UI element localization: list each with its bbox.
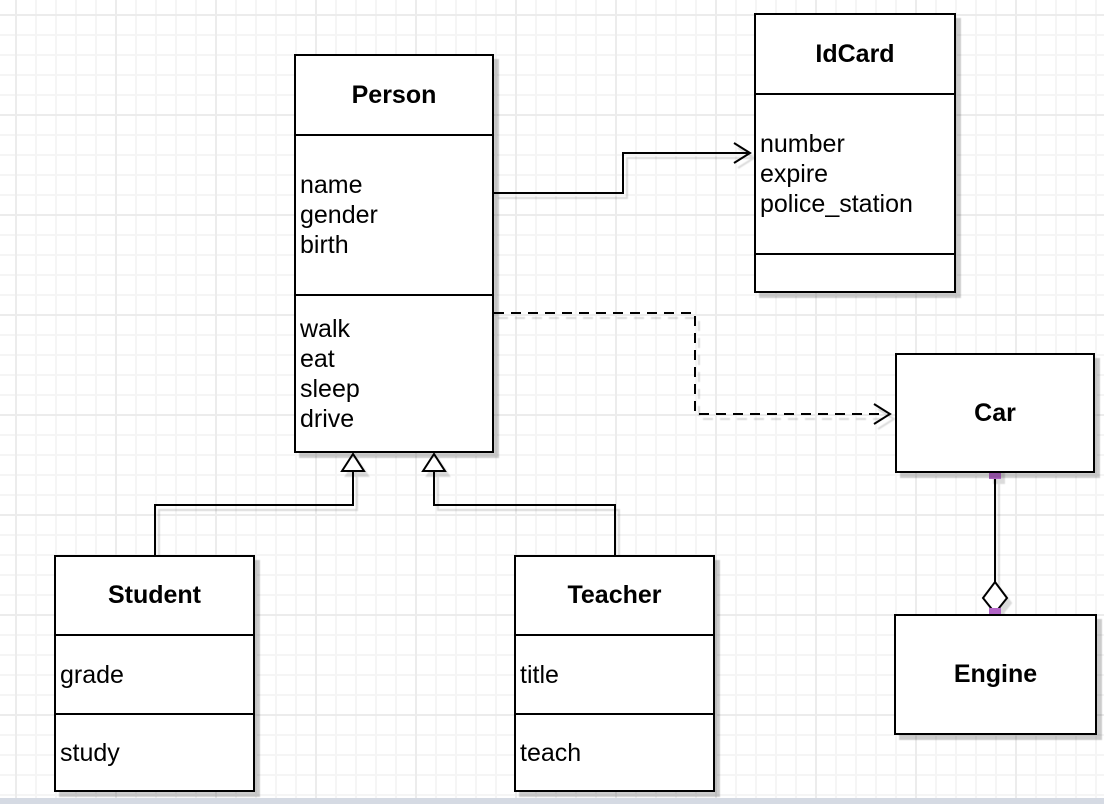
class-title: IdCard — [815, 39, 895, 68]
class-attributes-section: title — [516, 634, 713, 713]
class-methods-section: teach — [516, 713, 713, 790]
open-arrowhead — [733, 142, 752, 164]
open-arrowhead — [873, 403, 892, 425]
connector-person-car[interactable] — [494, 312, 892, 425]
canvas-page-edge — [0, 798, 1104, 804]
method: drive — [300, 404, 355, 433]
class-attributes-section: name gender birth — [296, 134, 492, 294]
method: study — [60, 738, 120, 767]
attribute: gender — [300, 201, 378, 229]
class-title: Person — [351, 80, 437, 109]
class-car[interactable]: Car — [895, 353, 1095, 473]
attribute: grade — [60, 660, 124, 689]
class-title: Teacher — [567, 581, 662, 609]
connector-teacher-person[interactable] — [421, 452, 616, 555]
class-person[interactable]: Person name gender birth walk eat sleep … — [294, 54, 494, 453]
method: eat — [300, 344, 335, 373]
method: teach — [520, 738, 582, 767]
method: walk — [300, 314, 351, 343]
attribute: expire — [760, 160, 829, 188]
class-student[interactable]: Student grade study — [54, 555, 255, 792]
attribute: police_station — [760, 190, 913, 218]
connector-student-person[interactable] — [154, 452, 366, 555]
connector-person-idcard[interactable] — [494, 142, 752, 194]
class-attributes-section: grade — [56, 634, 253, 713]
method: sleep — [300, 374, 360, 403]
hollow-triangle-arrowhead — [421, 452, 447, 472]
attribute: name — [300, 171, 363, 199]
class-teacher[interactable]: Teacher title teach — [514, 555, 715, 792]
class-idcard[interactable]: IdCard number expire police_station — [754, 13, 956, 293]
class-methods-section — [756, 253, 954, 291]
attribute: birth — [300, 231, 349, 259]
class-engine[interactable]: Engine — [894, 614, 1097, 735]
connector-car-engine[interactable] — [981, 467, 1009, 620]
attribute: number — [760, 130, 845, 158]
class-attributes-section: number expire police_station — [756, 93, 954, 253]
class-title: Student — [107, 581, 202, 609]
class-methods-section: study — [56, 713, 253, 790]
attribute: title — [520, 660, 559, 689]
class-methods-section: walk eat sleep drive — [296, 294, 492, 451]
class-title: Car — [974, 398, 1016, 427]
class-title: Engine — [953, 660, 1038, 688]
hollow-triangle-arrowhead — [340, 452, 366, 472]
